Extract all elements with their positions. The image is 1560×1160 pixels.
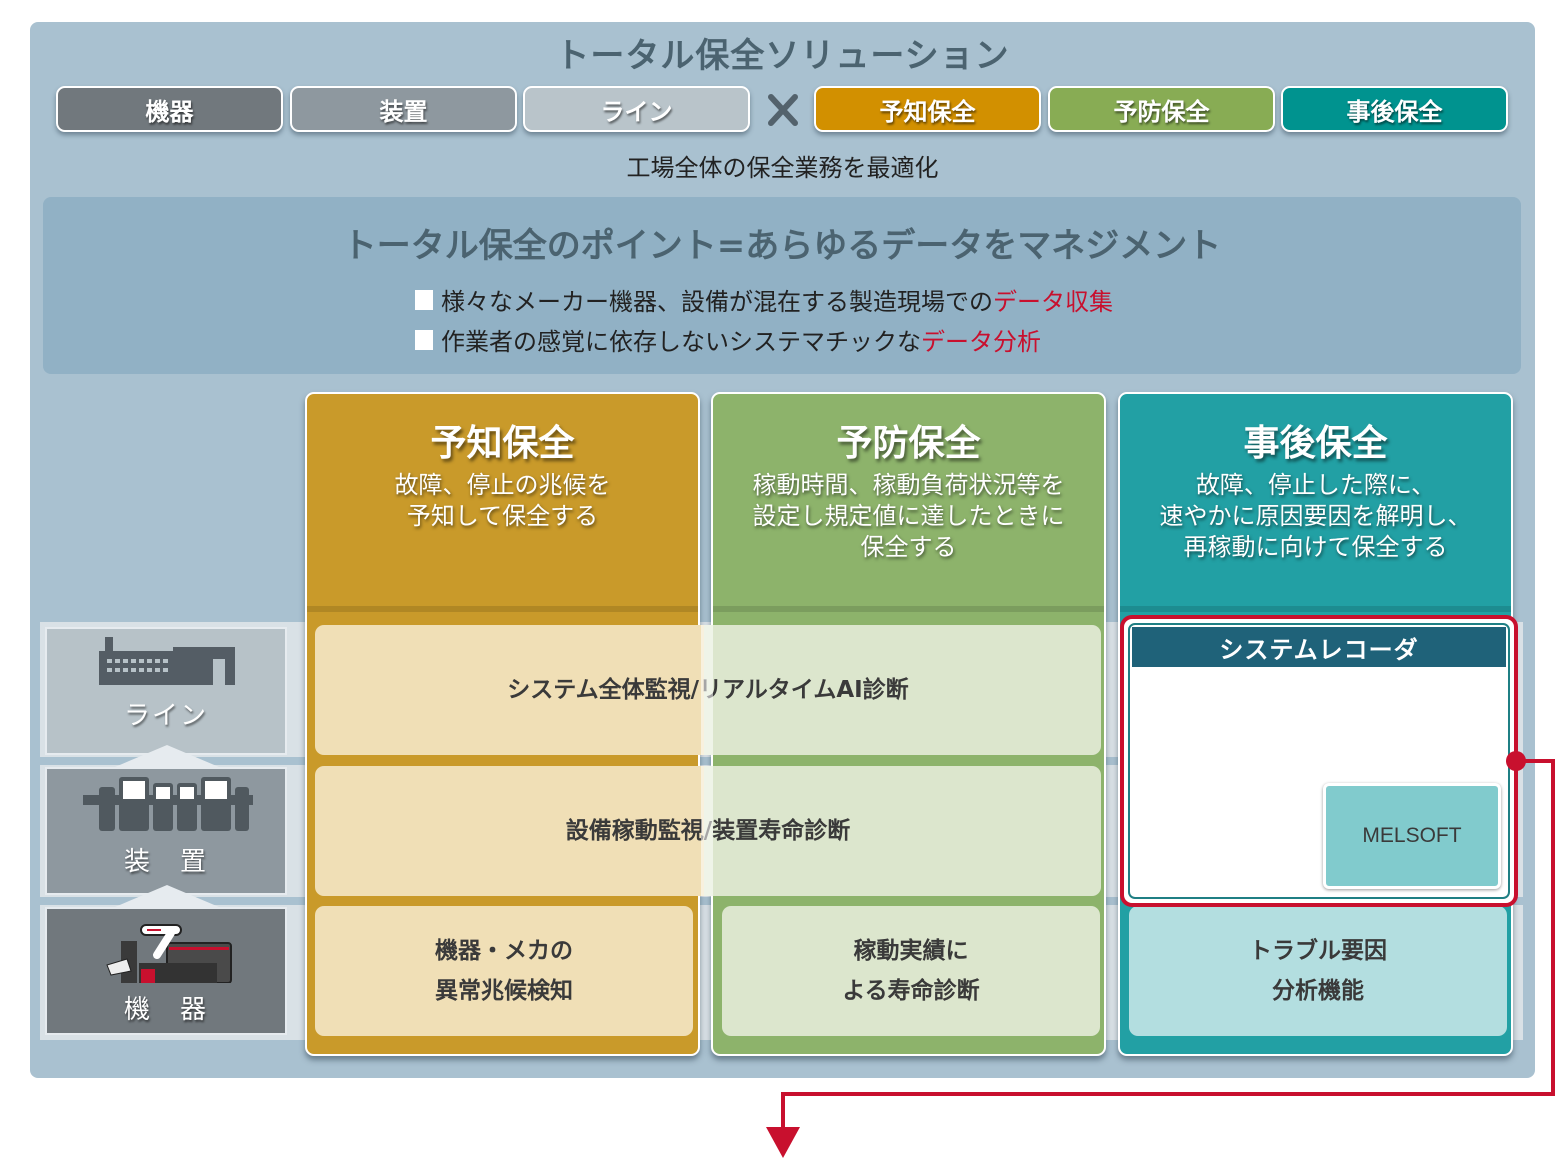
factory-icon xyxy=(97,637,239,689)
desc-line: 稼動時間、稼動負荷状況等を xyxy=(752,471,1065,499)
subtitle: 工場全体の保全業務を最適化 xyxy=(626,154,939,182)
level-line: ライン xyxy=(45,627,287,755)
system-recorder-title: システムレコーダ xyxy=(1132,627,1506,667)
column-header: 事後保全 故障、停止した際に、 速やかに原因要因を解明し、 再稼動に向けて保全す… xyxy=(1120,394,1511,609)
connector-dot xyxy=(1506,751,1526,771)
maintenance-pill-preventive[interactable]: 予防保全 xyxy=(1048,86,1275,132)
bullet-item: 作業者の感覚に依存しないシステマチックなデータ分析 xyxy=(415,322,1041,357)
point-title: トータル保全のポイント=あらゆるデータをマネジメント xyxy=(342,226,1222,266)
point-box xyxy=(43,197,1521,374)
level-label: 装 置 xyxy=(123,847,208,877)
bullet-highlight: データ分析 xyxy=(921,328,1041,356)
scope-pill-device[interactable]: 機器 xyxy=(56,86,283,132)
square-bullet-icon xyxy=(415,289,433,310)
column-description: 稼動時間、稼動負荷状況等を 設定し規定値に達したときに 保全する xyxy=(713,470,1104,563)
desc-line: 故障、停止の兆候を xyxy=(394,471,611,499)
devices-icon xyxy=(105,915,235,987)
column-gap xyxy=(701,625,713,755)
level-label: ライン xyxy=(123,701,208,731)
up-arrow-icon xyxy=(115,885,219,907)
desc-line: 速やかに原因要因を解明し、 xyxy=(1159,502,1472,530)
column-header: 予知保全 故障、停止の兆候を 予知して保全する xyxy=(307,394,698,609)
column-gap xyxy=(701,766,713,896)
times-icon xyxy=(766,88,800,132)
column-title: 事後保全 xyxy=(1243,423,1388,464)
divider xyxy=(1120,606,1511,612)
cell-device-predictive[interactable]: 機器・メカの異常兆候検知 xyxy=(315,906,693,1036)
square-bullet-icon xyxy=(415,329,433,350)
level-device: 機 器 xyxy=(45,907,287,1035)
scope-pill-equipment[interactable]: 装置 xyxy=(290,86,517,132)
production-line-icon xyxy=(83,773,253,837)
cell-device-preventive[interactable]: 稼動実績による寿命診断 xyxy=(722,906,1100,1036)
scope-pill-line[interactable]: ライン xyxy=(523,86,750,132)
cell-text: 機器・メカの xyxy=(435,938,573,964)
cell-text: 分析機能 xyxy=(1272,978,1364,1004)
desc-line: 設定し規定値に達したときに xyxy=(752,502,1065,530)
column-title: 予知保全 xyxy=(430,423,575,464)
cell-text: よる寿命診断 xyxy=(842,978,980,1004)
bullet-highlight: データ収集 xyxy=(993,288,1113,316)
up-arrow-icon xyxy=(115,745,219,767)
level-label: 機 器 xyxy=(123,995,208,1025)
desc-line: 予知して保全する xyxy=(406,502,599,530)
bullet-text: 様々なメーカー機器、設備が混在する製造現場での xyxy=(441,288,993,316)
maintenance-pill-corrective[interactable]: 事後保全 xyxy=(1281,86,1508,132)
column-description: 故障、停止の兆候を 予知して保全する xyxy=(307,470,698,532)
level-equipment: 装 置 xyxy=(45,767,287,895)
maintenance-pill-predictive[interactable]: 予知保全 xyxy=(814,86,1041,132)
column-header: 予防保全 稼動時間、稼動負荷状況等を 設定し規定値に達したときに 保全する xyxy=(713,394,1104,609)
melsoft-box[interactable]: MELSOFT xyxy=(1323,783,1501,889)
column-description: 故障、停止した際に、 速やかに原因要因を解明し、 再稼動に向けて保全する xyxy=(1120,470,1511,563)
cell-text: 稼動実績に xyxy=(853,938,969,964)
arrow-down-icon xyxy=(766,1127,800,1158)
desc-line: 保全する xyxy=(860,533,957,561)
cell-text: トラブル要因 xyxy=(1249,938,1387,964)
cell-text: 異常兆候検知 xyxy=(435,978,573,1004)
desc-line: 再稼動に向けて保全する xyxy=(1183,533,1448,561)
divider xyxy=(307,606,698,612)
divider xyxy=(713,606,1104,612)
bullet-item: 様々なメーカー機器、設備が混在する製造現場でのデータ収集 xyxy=(415,282,1113,317)
connector-line xyxy=(781,759,1555,1128)
desc-line: 故障、停止した際に、 xyxy=(1195,471,1436,499)
cell-device-corrective[interactable]: トラブル要因分析機能 xyxy=(1129,906,1507,1036)
column-title: 予防保全 xyxy=(836,423,981,464)
page-title: トータル保全ソリューション xyxy=(555,36,1010,76)
bullet-text: 作業者の感覚に依存しないシステマチックな xyxy=(441,328,921,356)
